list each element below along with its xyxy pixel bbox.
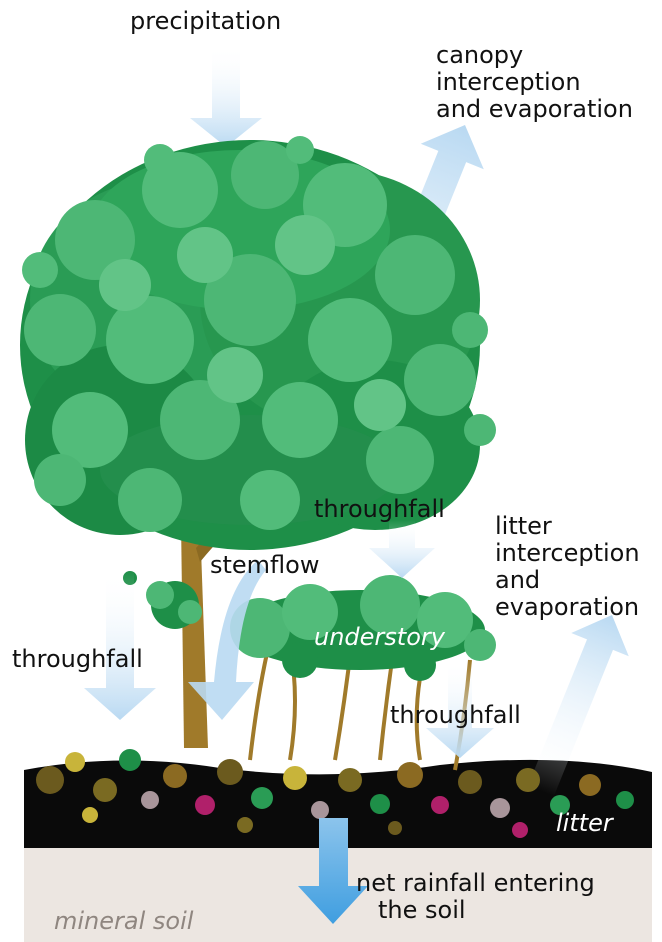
canopy-interception-line: canopy [436, 41, 524, 69]
litter-interception-line: and [495, 566, 541, 594]
litter-evaporation-arrow [527, 615, 629, 797]
low-foliage [123, 571, 202, 629]
throughfall-arrow-left [84, 570, 156, 720]
canopy-interception-line: interception [436, 68, 581, 96]
litter-interception-line: interception [495, 539, 640, 567]
mineral-soil-label: mineral soil [54, 907, 194, 935]
throughfall-upper-label: throughfall [314, 495, 445, 523]
throughfall-arrow-lower [426, 660, 494, 758]
net-rainfall-label: net rainfall entering the soil [356, 870, 595, 924]
canopy-interception-label: canopy interception and evaporation [436, 42, 633, 123]
throughfall-arrow-upper [369, 520, 435, 578]
throughfall-left-label: throughfall [12, 645, 143, 673]
understory-label: understory [314, 623, 445, 651]
net-rainfall-line: net rainfall entering [356, 869, 595, 897]
stemflow-arrow [188, 560, 266, 720]
stemflow-label: stemflow [210, 551, 320, 579]
precipitation-arrow [190, 45, 262, 147]
precipitation-label: precipitation [130, 7, 282, 35]
litter-label: litter [556, 809, 613, 837]
litter-interception-line: litter [495, 512, 552, 540]
throughfall-lower-label: throughfall [390, 701, 521, 729]
understory-foliage [230, 575, 496, 681]
litter-debris [36, 749, 634, 838]
net-rainfall-line: the soil [378, 896, 466, 924]
net-rainfall-arrow [298, 818, 368, 924]
litter-interception-label: litter interception and evaporation [495, 513, 640, 621]
canopy-interception-line: and evaporation [436, 95, 633, 123]
tree-canopy [20, 136, 496, 550]
litter-interception-line: evaporation [495, 593, 640, 621]
